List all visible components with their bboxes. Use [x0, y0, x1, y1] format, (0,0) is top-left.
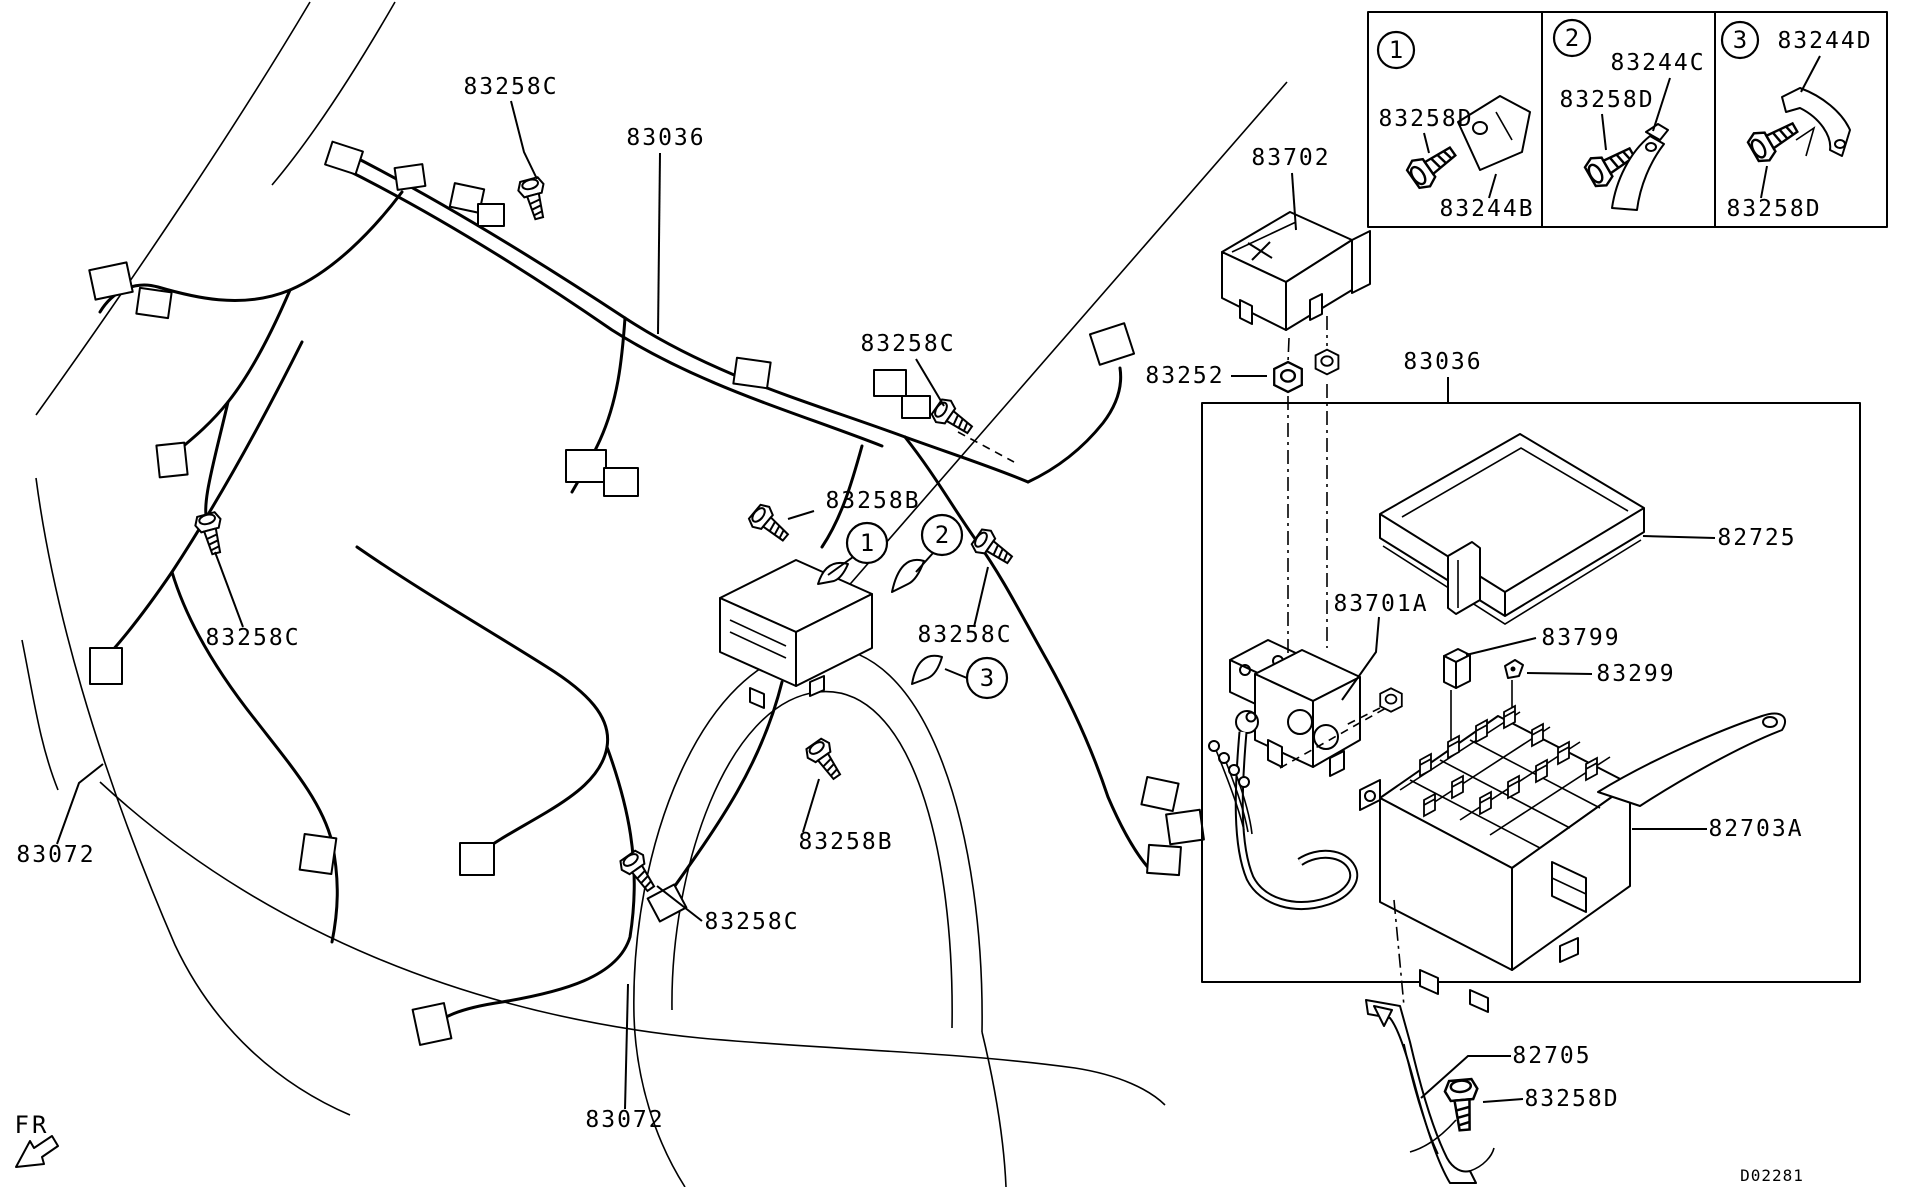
- callout-number-3: 3: [1733, 26, 1747, 54]
- part-label-83244C: 83244C: [1610, 50, 1705, 76]
- part-label-83258C: 83258C: [205, 625, 300, 651]
- harness-connectors: [88, 140, 1205, 1046]
- nut-second: [1314, 348, 1340, 376]
- callout-number-2: 2: [1565, 24, 1579, 52]
- callout-circle-2: [920, 513, 964, 557]
- fuse-box-cover-82725: [1379, 433, 1645, 625]
- callout-leader-2: [915, 552, 934, 573]
- part-label-82703A: 82703A: [1708, 816, 1803, 842]
- bolt-83258D-inset1: [1403, 137, 1463, 193]
- bolt-83258B-upper: [745, 500, 795, 549]
- part-label-83258D: 83258D: [1524, 1086, 1619, 1112]
- leader-line-83036: [657, 152, 661, 335]
- part-label-83036: 83036: [626, 125, 705, 151]
- orientation-label: FR: [15, 1111, 50, 1139]
- leader-line-82705: [1420, 1055, 1511, 1099]
- leader-line-83258D: [1423, 132, 1430, 154]
- leader-line-83258C: [973, 566, 989, 628]
- part-label-83258C: 83258C: [917, 622, 1012, 648]
- part-label-83258D: 83258D: [1378, 106, 1473, 132]
- inset-panel: [1367, 11, 1888, 228]
- part-label-83258B: 83258B: [825, 488, 920, 514]
- callout-number-1: 1: [860, 529, 874, 557]
- part-label-83258C: 83258C: [463, 74, 558, 100]
- part-label-83799: 83799: [1541, 625, 1620, 651]
- bracket-83244D: [1781, 87, 1851, 157]
- front-direction-arrow: [15, 1135, 59, 1168]
- bracket-83244C: [1611, 123, 1669, 211]
- part-label-83258C: 83258C: [704, 909, 799, 935]
- fuse-box-82703A: [1359, 705, 1787, 1013]
- battery-cable-assembly: [1208, 710, 1359, 910]
- car-body-outline: [21, 1, 1288, 1187]
- engine-wiring-harness: [98, 151, 1154, 1034]
- part-label-83072: 83072: [585, 1107, 664, 1133]
- part-label-83258D: 83258D: [1726, 196, 1821, 222]
- bolt-83258C-left: [192, 510, 230, 558]
- callout-circle-2: [1552, 18, 1592, 58]
- callout-leader-3: [944, 668, 968, 679]
- leader-line-83702: [1291, 172, 1297, 231]
- leader-line-83258D: [1482, 1098, 1524, 1103]
- leader-line-83799: [1465, 637, 1537, 656]
- part-label-83258C: 83258C: [860, 331, 955, 357]
- leader-line-82725: [1642, 535, 1716, 539]
- bolt-83258C-lower: [616, 847, 663, 898]
- part-label-83702: 83702: [1251, 145, 1330, 171]
- part-label-83299: 83299: [1596, 661, 1675, 687]
- leader-line-83244B: [1488, 173, 1497, 199]
- callout-number-3: 3: [980, 664, 994, 692]
- leader-line-83258D: [1601, 113, 1607, 151]
- bolt-83258B-lower: [802, 735, 849, 786]
- leader-line-83072: [624, 983, 629, 1110]
- leader-line-83258C: [510, 100, 538, 180]
- callout-number-1: 1: [1389, 36, 1403, 64]
- leader-line-83258B: [787, 510, 815, 520]
- bolt-83258C-top: [515, 175, 553, 223]
- leader-line-83258C: [214, 551, 244, 628]
- leader-line-83258D: [1760, 165, 1768, 199]
- leader-line-83072: [56, 763, 104, 845]
- leader-line-83299: [1526, 672, 1593, 675]
- part-label-83244B: 83244B: [1439, 196, 1534, 222]
- bolt-83258C-right: [928, 395, 979, 442]
- junction-box: [719, 559, 873, 709]
- part-label-82725: 82725: [1717, 525, 1796, 551]
- callout-circle-3: [965, 656, 1009, 700]
- relay-block-83701A: [1229, 639, 1387, 777]
- leader-line-83258C: [656, 885, 703, 922]
- callout-circle-1: [1376, 30, 1416, 70]
- callout-circle-1: [845, 521, 889, 565]
- bolt-83258D-inset3: [1744, 112, 1804, 167]
- leader-line-83244D: [1800, 55, 1821, 93]
- part-label-83252: 83252: [1145, 363, 1224, 389]
- part-label-83244D: 83244D: [1777, 28, 1872, 54]
- leader-line-83701A: [1341, 616, 1380, 701]
- part-label-83036: 83036: [1403, 349, 1482, 375]
- bolt-83258D-bottom: [1442, 1077, 1483, 1133]
- leader-line-83258B: [802, 778, 820, 833]
- nut-83252: [1273, 360, 1303, 394]
- callout-number-2: 2: [935, 521, 949, 549]
- part-label-83258B: 83258B: [798, 829, 893, 855]
- part-label-82705: 82705: [1512, 1043, 1591, 1069]
- detail-box-83036: [1201, 316, 1861, 1013]
- callout-circle-3: [1720, 20, 1760, 60]
- battery-terminal-cover-83702: [1221, 211, 1371, 331]
- nut-relay-block: [1379, 687, 1403, 713]
- harness-clips: [817, 431, 1015, 685]
- leader-line-83258C: [915, 358, 945, 407]
- part-labels-layer: 83258C 83036 83702 83252 83036 83258C 83258B 83…: [16, 18, 1872, 1133]
- leader-line-83244C: [1652, 77, 1671, 132]
- part-label-83258D: 83258D: [1559, 87, 1654, 113]
- bracket-83244B: [1457, 95, 1531, 171]
- part-label-83701A: 83701A: [1333, 591, 1428, 617]
- part-label-83072: 83072: [16, 842, 95, 868]
- callout-leader-1: [827, 556, 854, 576]
- diagram-code: D02281: [1740, 1166, 1804, 1185]
- bracket-82705: [1365, 999, 1495, 1184]
